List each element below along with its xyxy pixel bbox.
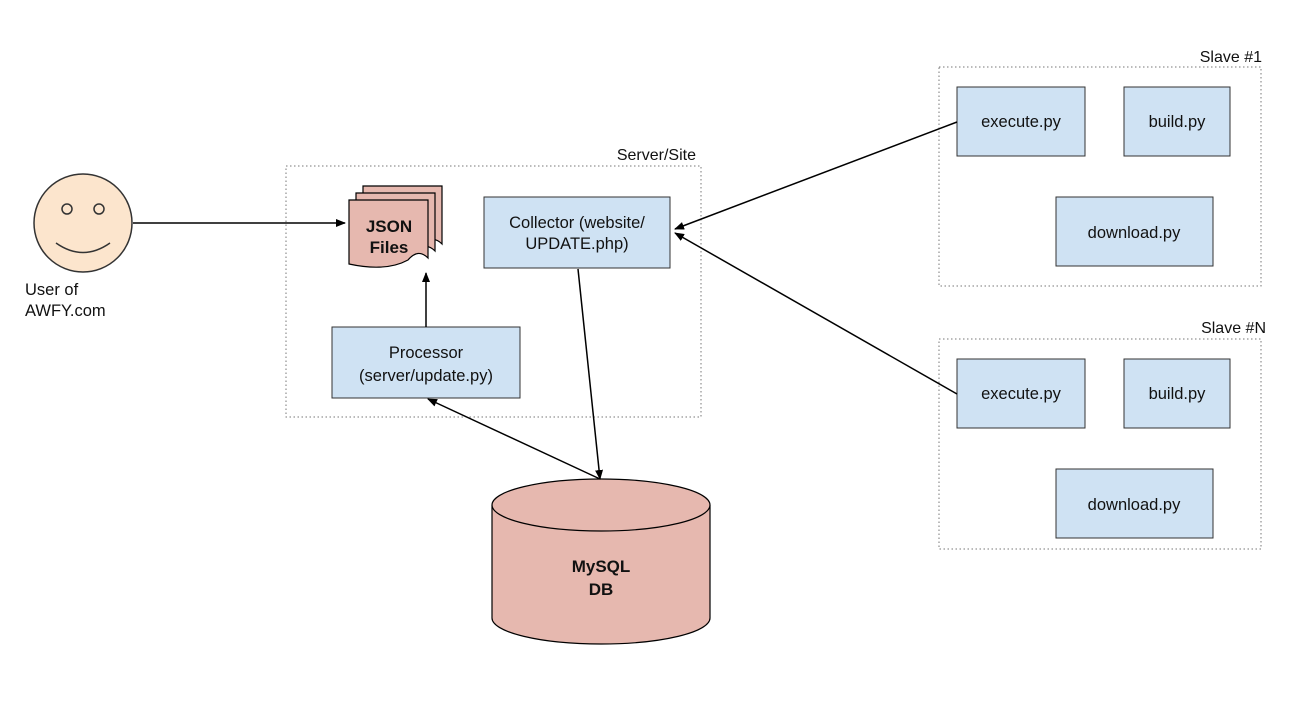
json-files-icon: JSON Files <box>348 185 443 268</box>
slave-n-title: Slave #N <box>1201 320 1266 337</box>
arrow-slaven-to-collector <box>674 232 958 395</box>
user-label-line2: AWFY.com <box>25 302 106 320</box>
slave-n-build-label: build.py <box>1149 385 1207 403</box>
slave-1-build-label: build.py <box>1149 113 1207 131</box>
user-label: User of AWFY.com <box>25 280 106 322</box>
slave-n-download-label: download.py <box>1088 496 1181 514</box>
slave-n-execute-label: execute.py <box>981 385 1062 403</box>
slave-n-execute-box: execute.py <box>956 358 1086 429</box>
slave-1-execute-label: execute.py <box>981 113 1062 131</box>
slave-1-download-box: download.py <box>1055 196 1214 267</box>
mysql-db-label-line1: MySQL <box>572 557 631 576</box>
mysql-db-label-line2: DB <box>589 580 614 599</box>
slave-1-title: Slave #1 <box>1200 49 1262 66</box>
slave-1-group: Slave #1 execute.py build.py download.py <box>938 49 1262 287</box>
slave-1-download-label: download.py <box>1088 224 1181 242</box>
processor-label-line2: (server/update.py) <box>359 367 493 385</box>
arrow-db-to-processor <box>427 398 601 480</box>
collector-label-line2: UPDATE.php) <box>525 235 628 253</box>
arrow-collector-to-db <box>577 268 604 480</box>
slave-1-execute-box: execute.py <box>956 86 1086 157</box>
processor-label-line1: Processor <box>389 344 464 362</box>
slave-n-download-box: download.py <box>1055 468 1214 539</box>
slave-n-build-box: build.py <box>1123 358 1231 429</box>
arrow-slave1-to-collector <box>674 121 958 230</box>
json-files-label-line1: JSON <box>366 217 412 236</box>
collector-label-line1: Collector (website/ <box>509 214 645 232</box>
slave-1-build-box: build.py <box>1123 86 1231 157</box>
slave-n-group: Slave #N execute.py build.py download.py <box>938 320 1266 550</box>
processor-box: Processor (server/update.py) <box>331 326 521 399</box>
server-site-group: Server/Site <box>285 147 702 418</box>
collector-box: Collector (website/ UPDATE.php) <box>483 196 671 269</box>
user-label-line1: User of <box>25 281 79 299</box>
server-site-title: Server/Site <box>617 147 696 164</box>
mysql-db-cylinder: MySQL DB <box>491 478 711 645</box>
json-files-label-line2: Files <box>370 238 409 257</box>
user-face-icon <box>33 173 133 273</box>
